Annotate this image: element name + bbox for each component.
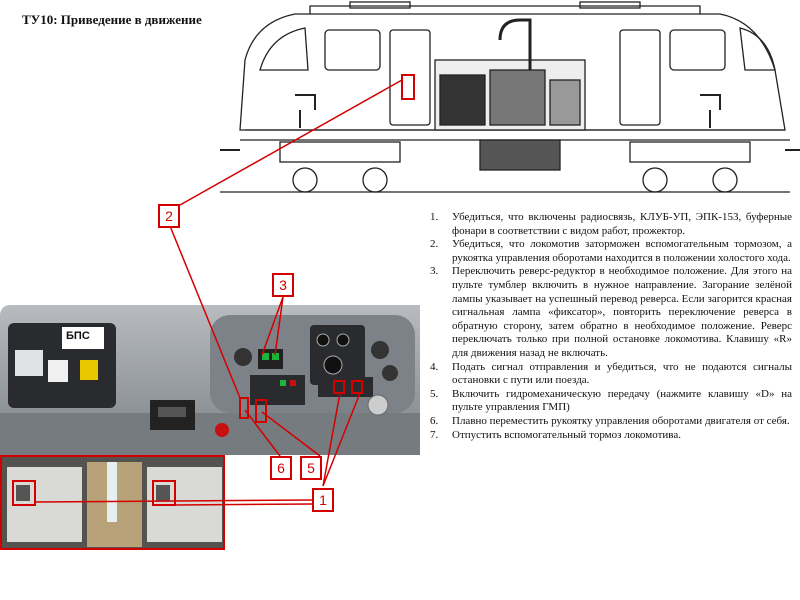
step-item: 6.Плавно переместить рукоятку управления… xyxy=(430,414,790,427)
callout-2: 2 xyxy=(158,204,180,228)
locomotive-diagram xyxy=(220,1,800,193)
callout-5: 5 xyxy=(300,456,322,480)
slide-title: ТУ10: Приведение в движение xyxy=(22,12,202,27)
step-item: 4.Подать сигнал отправления и убедиться,… xyxy=(430,360,792,387)
callout-3: 3 xyxy=(272,273,294,297)
instruction-steps: 1.Убедиться, что включены радиосвязь, КЛ… xyxy=(428,211,792,442)
control-panel-photo: БПС xyxy=(0,305,420,455)
step-item: 3.Переключить реверс-редуктор в необходи… xyxy=(430,265,792,359)
callout-1: 1 xyxy=(312,488,334,512)
step-item: 7.Отпустить вспомогательный тормоз локом… xyxy=(430,428,681,441)
callout-6: 6 xyxy=(270,456,292,480)
step-item: 5.Включить гидромеханическую передачу (н… xyxy=(430,387,792,414)
step-item: 2.Убедиться, что локомотив заторможен вс… xyxy=(430,238,792,264)
zoom-inset-photo xyxy=(0,455,225,550)
step-item: 1.Убедиться, что включены радиосвязь, КЛ… xyxy=(430,211,792,237)
panel-label: БПС xyxy=(66,330,90,342)
